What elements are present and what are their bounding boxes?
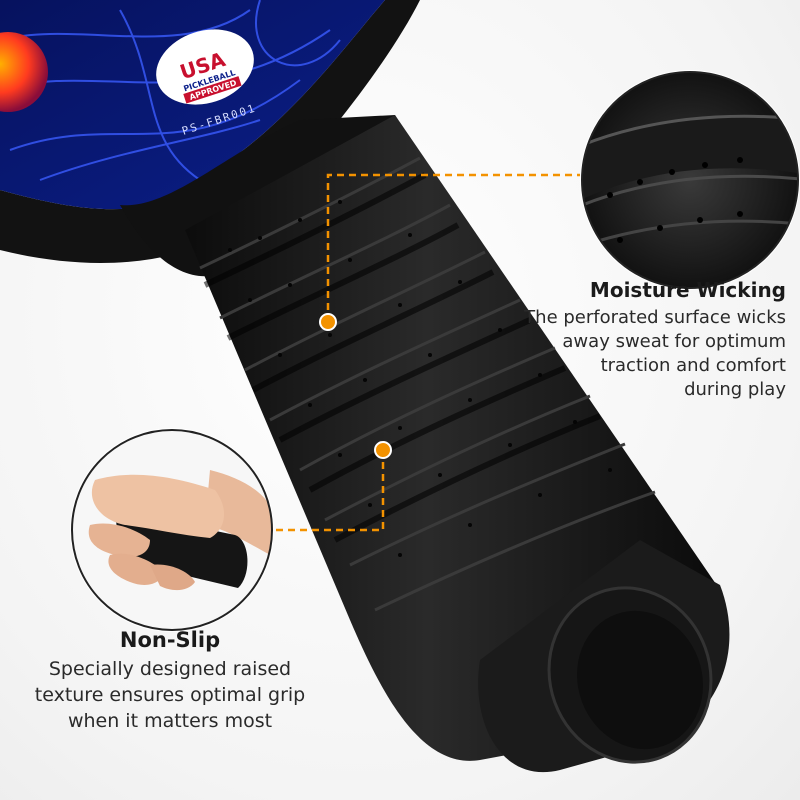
zoom-circle-texture	[580, 70, 800, 290]
callout-moisture-title: Moisture Wicking	[589, 278, 786, 302]
ball-graphic	[0, 32, 48, 112]
callout-dot-moisture	[319, 313, 337, 331]
leader-line-moisture	[326, 173, 580, 322]
handle-end-cap	[478, 540, 730, 773]
callout-moisture-line: away sweat for optimum	[562, 331, 786, 352]
callout-nonslip-line: texture ensures optimal grip	[34, 684, 306, 706]
zoom-circle-hand-grip	[70, 428, 274, 632]
callout-nonslip-description: Specially designed raised texture ensure…	[20, 656, 320, 734]
callout-nonslip-line: when it matters most	[67, 710, 273, 732]
callout-moisture-line: The perforated surface wicks	[524, 307, 786, 328]
callout-moisture-wicking: Moisture Wicking The perforated surface …	[486, 278, 786, 402]
paddle-face-pattern	[0, 0, 341, 181]
callout-non-slip: Non-Slip Specially designed raised textu…	[20, 628, 320, 734]
callout-moisture-description: The perforated surface wicks away sweat …	[486, 306, 786, 402]
callout-nonslip-title: Non-Slip	[119, 628, 221, 652]
callout-moisture-line: during play	[684, 379, 786, 400]
callout-nonslip-line: Specially designed raised	[48, 658, 292, 680]
leader-line-nonslip	[265, 450, 385, 532]
callout-moisture-line: traction and comfort	[600, 355, 786, 376]
paddle-face	[0, 0, 385, 210]
callout-dot-nonslip	[374, 441, 392, 459]
